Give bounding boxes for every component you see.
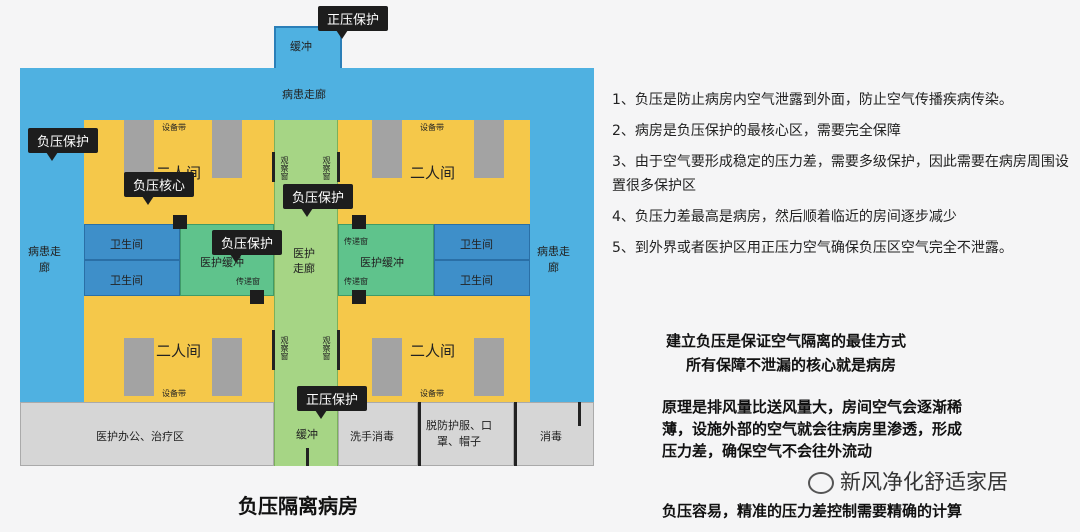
bed: [474, 120, 504, 178]
summary-line-2: 所有保障不泄漏的核心就是病房: [686, 356, 897, 374]
wechat-icon: [808, 472, 834, 494]
watermark-text: 新风净化舒适家居: [840, 470, 1008, 494]
bed: [212, 120, 242, 178]
left-corridor: [20, 120, 84, 402]
office-label: 医护办公、治疗区: [96, 430, 184, 443]
note-item: 4、负压力差最高是病房，然后顺着临近的房间逐步减少: [612, 209, 957, 225]
pass-window-label: 传递窗: [344, 277, 368, 286]
bathroom-right-bottom: [434, 260, 530, 296]
pass-window-block: [352, 215, 366, 229]
wall: [578, 402, 581, 426]
diagram-title: 负压隔离病房: [238, 494, 358, 518]
summary-line-1: 建立负压是保证空气隔离的最佳方式: [666, 332, 907, 350]
bottom-buffer-label: 缓冲: [296, 428, 318, 441]
callout-negative-center: 负压保护: [283, 184, 354, 217]
bed: [124, 338, 154, 396]
medical-buffer-right: [338, 224, 434, 296]
bathroom-label: 卫生间: [460, 238, 493, 251]
note-item: 1、负压是防止病房内空气泄露到外面，防止空气传播疾病传染。: [612, 92, 1013, 108]
gown-removal-room: [418, 402, 514, 466]
notes-list: 1、负压是防止病房内空气泄露到外面，防止空气传播疾病传染。 2、病房是负压保护的…: [612, 88, 1072, 267]
bathroom-label: 卫生间: [110, 238, 143, 251]
floor-plan: 缓冲 病患走廊 病患走 廊 病患走 廊 设备带 设备带 设备带 设备带 二人间 …: [20, 26, 594, 466]
bed: [372, 338, 402, 396]
callout-negative-mid: 负压保护: [212, 230, 283, 263]
equipment-band-label: 设备带: [420, 123, 444, 132]
bathroom-label: 卫生间: [110, 274, 143, 287]
medical-corridor-label: 医护 走廊: [293, 247, 315, 275]
wall: [272, 330, 275, 370]
pass-window-block: [352, 290, 366, 304]
ward-label: 二人间: [410, 164, 456, 182]
bathroom-left-top: [84, 224, 180, 260]
top-corridor-label: 病患走廊: [282, 88, 326, 101]
equipment-band-label: 设备带: [162, 389, 186, 398]
note-item: 3、由于空气要形成稳定的压力差，需要多级保护，因此需要在病房周围设置很多保护区: [612, 154, 1069, 194]
right-corridor: [530, 120, 594, 402]
pass-window-block: [250, 290, 264, 304]
pass-window-label: 传递窗: [236, 277, 260, 286]
bed: [124, 120, 154, 178]
ward-label: 二人间: [156, 342, 202, 360]
wall: [306, 448, 309, 466]
pass-window-label: 传递窗: [344, 237, 368, 246]
callout-positive-bottom: 正压保护: [297, 386, 368, 419]
pass-window-block: [173, 215, 187, 229]
bathroom-right-top: [434, 224, 530, 260]
observation-window-label: 观察窗: [322, 156, 331, 180]
wall: [337, 330, 340, 370]
wall: [272, 152, 275, 182]
top-buffer-label: 缓冲: [290, 40, 312, 53]
bathroom-label: 卫生间: [460, 274, 493, 287]
ward-label: 二人间: [410, 342, 456, 360]
bed: [372, 120, 402, 178]
gown-removal-label: 脱防护服、口 罩、帽子: [426, 419, 492, 448]
wall: [514, 402, 517, 466]
medical-buffer-label: 医护缓冲: [360, 256, 404, 269]
right-corridor-label: 病患走 廊: [537, 245, 570, 274]
disinfect-label: 消毒: [540, 430, 562, 443]
note-item: 5、到外界或者医护区用正压力空气确保负压区空气完全不泄露。: [612, 240, 1013, 256]
bathroom-left-bottom: [84, 260, 180, 296]
equipment-band-label: 设备带: [420, 389, 444, 398]
equipment-band-label: 设备带: [162, 123, 186, 132]
hand-wash-label: 洗手消毒: [350, 430, 394, 443]
easy-text: 负压容易，精准的压力差控制需要精确的计算: [662, 502, 963, 520]
callout-negative-left: 负压保护: [28, 128, 99, 161]
hand-wash-room: [338, 402, 418, 466]
callout-positive-top: 正压保护: [318, 6, 389, 39]
callout-negative-core: 负压核心: [124, 172, 195, 205]
watermark: 新风净化舒适家居: [808, 466, 1008, 496]
bed: [212, 338, 242, 396]
observation-window-label: 观察窗: [280, 336, 289, 360]
ward-bottom-left: [84, 296, 274, 402]
top-corridor: [20, 68, 594, 120]
left-corridor-label: 病患走 廊: [28, 245, 61, 274]
office-area: [20, 402, 274, 466]
observation-window-label: 观察窗: [280, 156, 289, 180]
principle-text: 原理是排风量比送风量大，房间空气会逐渐稀薄，设施外部的空气就会往病房里渗透，形成…: [662, 398, 963, 460]
note-item: 2、病房是负压保护的最核心区，需要完全保障: [612, 123, 901, 139]
observation-window-label: 观察窗: [322, 336, 331, 360]
wall: [337, 152, 340, 182]
top-buffer-room: [274, 26, 342, 70]
wall: [418, 402, 421, 466]
bed: [474, 338, 504, 396]
